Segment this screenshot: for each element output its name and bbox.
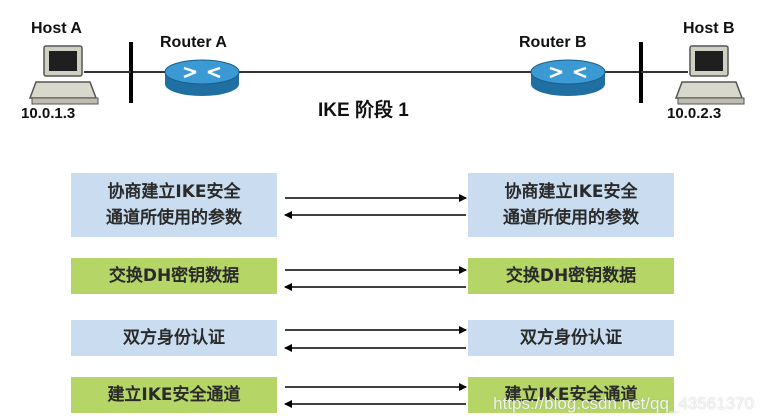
step-3-right-label: 双方身份认证: [520, 328, 622, 348]
router-icon: [530, 59, 606, 96]
step-1-left-line-1: 协商建立IKE安全: [107, 182, 241, 202]
step-1-right-box: 协商建立IKE安全通道所使用的参数: [468, 173, 674, 237]
step-2-right-label: 交换DH密钥数据: [505, 266, 637, 286]
host-b-ip: 10.0.2.3: [667, 105, 722, 122]
step-3-right-box: 双方身份认证: [468, 320, 674, 356]
step-4-right-box: 建立IKE安全通道: [468, 377, 674, 413]
watermark: https://blog.csdn.net/qq_43561370: [493, 394, 754, 413]
computer-icon: [28, 45, 131, 105]
step-4-right-label: 建立IKE安全通道: [504, 385, 638, 405]
step-1-right-line-1: 协商建立IKE安全: [504, 182, 638, 202]
network-topology: [28, 42, 745, 105]
step-3-left-label: 双方身份认证: [123, 328, 225, 348]
router-b-label: Router B: [519, 34, 587, 51]
host-b-label: Host B: [683, 20, 735, 37]
router-a-label: Router A: [160, 34, 227, 51]
computer-icon: [641, 45, 745, 105]
host-a-label: Host A: [31, 20, 82, 37]
step-1-left-box: 协商建立IKE安全通道所使用的参数: [71, 173, 277, 237]
step-1-right-line-2: 通道所使用的参数: [503, 208, 639, 228]
step-3-left-box: 双方身份认证: [71, 320, 277, 356]
step-4-left-box: 建立IKE安全通道: [71, 377, 277, 413]
step-4-left-label: 建立IKE安全通道: [107, 385, 241, 405]
step-2-left-label: 交换DH密钥数据: [108, 266, 240, 286]
step-2-right-box: 交换DH密钥数据: [468, 258, 674, 294]
phase-label: IKE 阶段 1: [318, 100, 409, 121]
host-a-ip: 10.0.1.3: [21, 105, 76, 122]
router-icon: [164, 59, 240, 96]
step-2-left-box: 交换DH密钥数据: [71, 258, 277, 294]
step-1-left-line-2: 通道所使用的参数: [106, 208, 242, 228]
